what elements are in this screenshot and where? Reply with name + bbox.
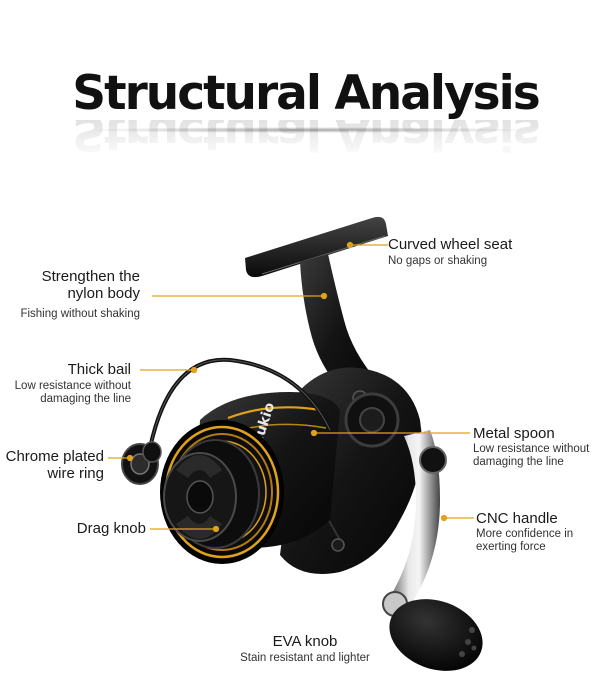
label-eva-knob: EVA knob Stain resistant and lighter	[200, 633, 410, 665]
label-drag-knob: Drag knob	[77, 520, 146, 537]
label-chrome-ring: Chrome plated wire ring	[6, 448, 104, 482]
drag-knob	[163, 452, 237, 542]
cnc-handle-sub-2: exerting force	[476, 541, 546, 553]
line-roller	[121, 441, 162, 485]
cnc-handle-sub-1: More confidence in	[476, 528, 574, 540]
eva-knob-heading: EVA knob	[272, 633, 338, 650]
nylon-body-sub: Fishing without shaking	[20, 308, 140, 320]
page-title: Structural Analysis	[72, 66, 540, 121]
metal-spoon-sub-1: Low resistance without	[473, 443, 590, 455]
chrome-ring-heading-2: wire ring	[47, 465, 104, 482]
cnc-handle-arm	[382, 430, 447, 617]
label-thick-bail: Thick bail Low resistance without damagi…	[15, 361, 131, 406]
label-metal-spoon: Metal spoon Low resistance without damag…	[473, 425, 589, 469]
thick-bail-heading: Thick bail	[67, 361, 131, 378]
label-nylon-body: Strengthen the nylon body Fishing withou…	[20, 268, 140, 321]
eva-knob	[389, 599, 483, 671]
wheel-seat	[245, 216, 388, 278]
reel-stem	[300, 254, 378, 400]
thick-bail-sub-2: damaging the line	[40, 393, 131, 405]
cnc-handle-heading: CNC handle	[476, 510, 558, 527]
label-curved-wheel-seat: Curved wheel seat No gaps or shaking	[388, 236, 512, 268]
nylon-body-heading-1: Strengthen the	[41, 268, 140, 285]
chrome-ring-heading-1: Chrome plated	[5, 448, 104, 465]
metal-spoon-heading: Metal spoon	[473, 425, 555, 442]
title-shadow	[80, 127, 535, 133]
nylon-body-heading-2: nylon body	[67, 285, 140, 302]
label-cnc-handle: CNC handle More confidence in exerting f…	[476, 510, 573, 554]
curved-wheel-seat-sub: No gaps or shaking	[388, 255, 488, 267]
thick-bail-sub-1: Low resistance without	[14, 380, 131, 392]
curved-wheel-seat-heading: Curved wheel seat	[388, 236, 513, 253]
metal-spoon-sub-2: damaging the line	[473, 456, 564, 468]
leader-lines	[108, 241, 474, 533]
drag-knob-heading: Drag knob	[76, 520, 146, 537]
eva-knob-sub: Stain resistant and lighter	[240, 652, 370, 664]
